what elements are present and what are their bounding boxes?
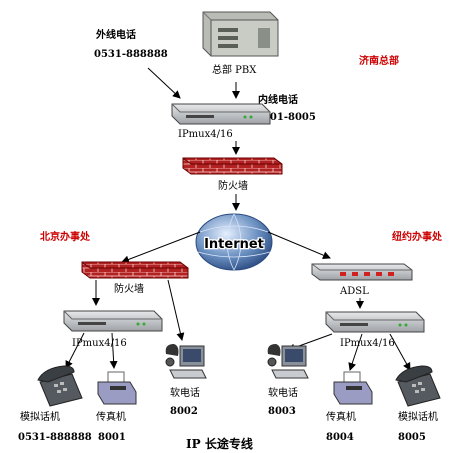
hq-name: 济南总部 bbox=[359, 54, 399, 67]
telephone-icon bbox=[395, 365, 441, 407]
internal-phone-title: 内线电话 bbox=[258, 93, 298, 106]
adsl-label: ADSL bbox=[339, 286, 369, 297]
firewall-icon bbox=[182, 157, 283, 175]
softphone-right-label: 软电话 bbox=[268, 386, 298, 399]
router-icon bbox=[63, 310, 163, 332]
analog-right-number: 8005 bbox=[398, 432, 426, 443]
external-phone-title: 外线电话 bbox=[95, 28, 136, 41]
telephone-icon bbox=[37, 365, 83, 407]
softphone-left-label: 软电话 bbox=[170, 386, 200, 399]
analog-right-label: 模拟话机 bbox=[398, 410, 438, 423]
analog-left-label: 模拟话机 bbox=[20, 410, 60, 423]
newyork-office-title: 纽约办事处 bbox=[392, 230, 443, 243]
left-router-to-phone-arrow bbox=[65, 332, 85, 369]
fax-left-number: 8001 bbox=[98, 432, 126, 443]
globe-icon bbox=[195, 213, 273, 271]
firewall-left-label: 防火墙 bbox=[114, 282, 144, 295]
firewall-icon bbox=[81, 261, 189, 279]
fax-left-label: 传真机 bbox=[96, 410, 126, 423]
ipmux-top-label: IPmux4/16 bbox=[178, 129, 233, 140]
internet-label: Internet bbox=[204, 237, 264, 252]
router-icon bbox=[171, 103, 271, 125]
beijing-office-title: 北京办事处 bbox=[40, 230, 91, 243]
computer-headset-icon bbox=[165, 344, 207, 379]
right-router-to-phone-arrow bbox=[389, 333, 411, 371]
computer-headset-icon bbox=[267, 344, 309, 379]
fax-machine-icon bbox=[97, 371, 137, 405]
external-line-arrow bbox=[147, 67, 181, 99]
router-icon bbox=[325, 311, 425, 333]
external-phone-number: 0531-888888 bbox=[94, 49, 168, 60]
softphone-right-number: 8003 bbox=[268, 406, 296, 417]
pbx-label: 总部 PBX bbox=[212, 63, 257, 76]
analog-left-number: 0531-888888 bbox=[18, 432, 92, 443]
fax-right-number: 8004 bbox=[326, 432, 354, 443]
left-router-to-fax-arrow bbox=[109, 332, 118, 369]
fax-machine-icon bbox=[333, 371, 373, 405]
softphone-left-number: 8002 bbox=[170, 406, 198, 417]
internet-to-beijing-arrow bbox=[121, 231, 201, 264]
ipmux-right-label: IPmux4/16 bbox=[340, 338, 395, 349]
right-router-to-fax-arrow bbox=[348, 333, 363, 371]
firewall-top-label: 防火墙 bbox=[218, 179, 248, 192]
pbx-server-icon bbox=[202, 11, 279, 57]
firewall-to-left-softphone-arrow bbox=[167, 279, 185, 341]
ipmux-left-label: IPmux4/16 bbox=[72, 338, 127, 349]
internet-to-newyork-arrow bbox=[267, 231, 331, 259]
diagram-footer-title: IP 长途专线 bbox=[186, 436, 253, 451]
router-icon bbox=[311, 263, 413, 281]
internal-phone-range: 8001-8005 bbox=[256, 112, 316, 123]
fax-right-label: 传真机 bbox=[326, 410, 356, 423]
